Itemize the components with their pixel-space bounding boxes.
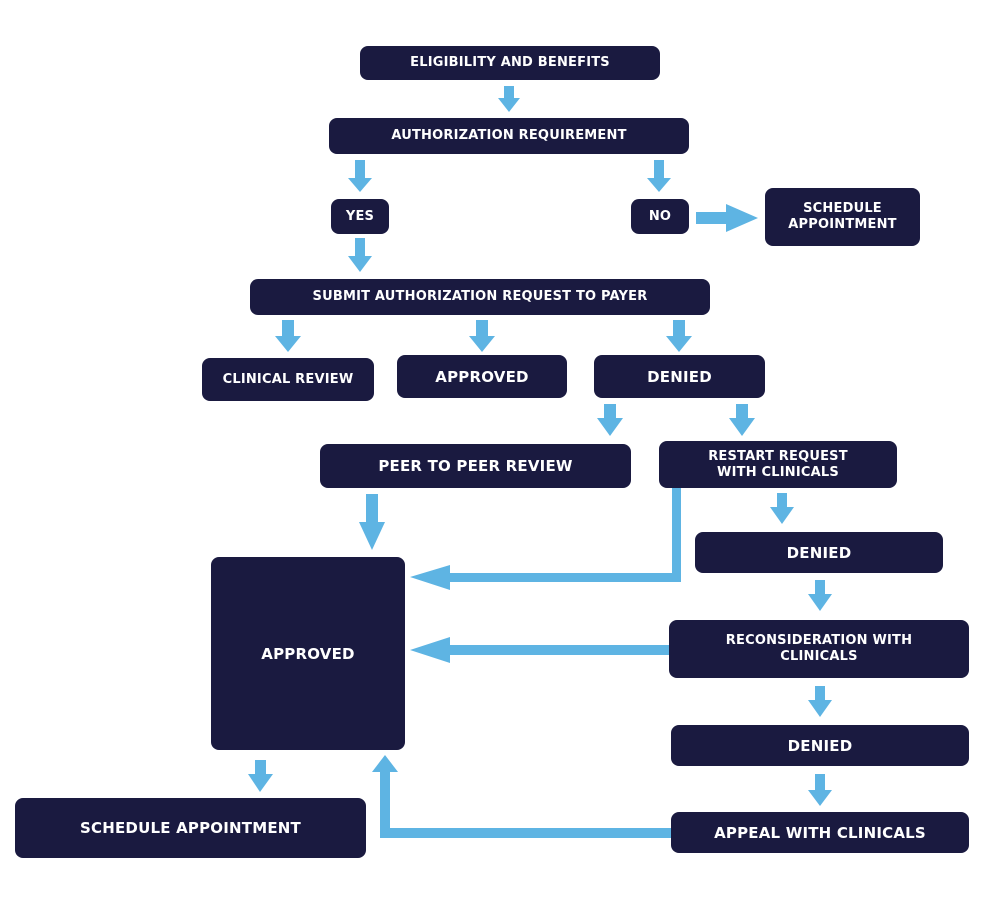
node-label: APPEAL WITH CLINICALS <box>714 823 926 842</box>
submit-authorization-node: SUBMIT AUTHORIZATION REQUEST TO PAYER <box>250 279 710 315</box>
arrow-appeal-to-approved <box>372 755 672 838</box>
yes-node: YES <box>331 199 389 234</box>
eligibility-benefits-node: ELIGIBILITY AND BENEFITS <box>360 46 660 80</box>
node-label: APPROVED <box>435 367 529 386</box>
node-label: SCHEDULE APPOINTMENT <box>80 819 301 837</box>
arrow-submit-to-clinical <box>275 320 301 352</box>
node-label: RECONSIDERATION WITH CLINICALS <box>725 633 913 664</box>
authorization-requirement-node: AUTHORIZATION REQUIREMENT <box>329 118 689 154</box>
node-label: PEER TO PEER REVIEW <box>378 457 573 475</box>
arrow-restart-to-denied2 <box>770 493 794 524</box>
node-label: DENIED <box>786 543 852 562</box>
arrow-reconsideration-to-approved <box>410 637 670 663</box>
node-label: YES <box>345 208 375 224</box>
arrow-peer-to-approved <box>359 494 385 550</box>
arrow-denied2-to-reconsideration <box>808 580 832 611</box>
denied-node-1: DENIED <box>594 355 765 398</box>
arrow-denied-to-peer <box>597 404 623 436</box>
node-label: APPROVED <box>261 644 355 663</box>
schedule-appointment-node-bottom: SCHEDULE APPOINTMENT <box>15 798 366 858</box>
restart-request-node: RESTART REQUEST WITH CLINICALS <box>659 441 897 488</box>
denied-node-2: DENIED <box>695 532 943 573</box>
arrow-no-to-schedule <box>696 204 758 232</box>
arrow-auth-to-yes <box>348 160 372 192</box>
appeal-with-clinicals-node: APPEAL WITH CLINICALS <box>671 812 969 853</box>
arrow-eligibility-to-auth <box>498 86 520 112</box>
node-label: AUTHORIZATION REQUIREMENT <box>391 128 627 144</box>
approved-node: APPROVED <box>397 355 567 398</box>
arrow-submit-to-approved <box>469 320 495 352</box>
peer-to-peer-review-node: PEER TO PEER REVIEW <box>320 444 631 488</box>
node-label: ELIGIBILITY AND BENEFITS <box>410 55 610 71</box>
schedule-appointment-node-top: SCHEDULE APPOINTMENT <box>765 188 920 246</box>
arrow-submit-to-denied <box>666 320 692 352</box>
arrow-auth-to-no <box>647 160 671 192</box>
arrow-approved-to-schedule <box>248 760 273 792</box>
arrow-restart-to-approved <box>410 488 681 590</box>
no-node: NO <box>631 199 689 234</box>
node-label: SUBMIT AUTHORIZATION REQUEST TO PAYER <box>312 289 648 305</box>
node-label: DENIED <box>647 367 712 386</box>
arrow-denied3-to-appeal <box>808 774 832 806</box>
arrow-yes-to-submit <box>348 238 372 272</box>
node-label: NO <box>648 208 672 224</box>
node-label: CLINICAL REVIEW <box>222 371 354 387</box>
arrow-reconsideration-to-denied3 <box>808 686 832 717</box>
denied-node-3: DENIED <box>671 725 969 766</box>
node-label: DENIED <box>787 736 853 755</box>
node-label: SCHEDULE APPOINTMENT <box>788 201 897 232</box>
node-label: RESTART REQUEST WITH CLINICALS <box>708 448 848 480</box>
reconsideration-node: RECONSIDERATION WITH CLINICALS <box>669 620 969 678</box>
clinical-review-node: CLINICAL REVIEW <box>202 358 374 401</box>
approved-final-node: APPROVED <box>211 557 405 750</box>
arrow-denied-to-restart <box>729 404 755 436</box>
